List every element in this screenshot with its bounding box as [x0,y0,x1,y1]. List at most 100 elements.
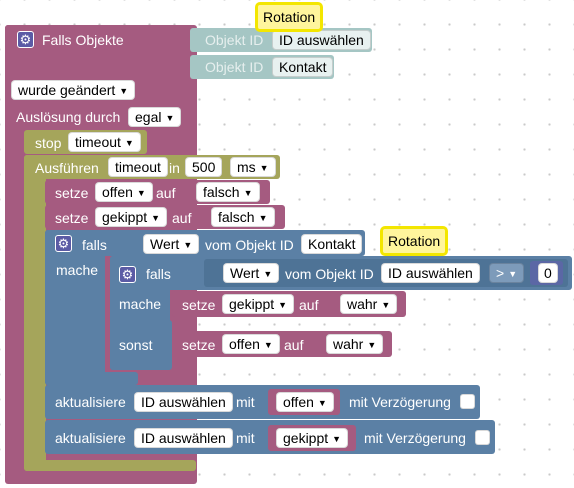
set2-on-label: auf [172,210,192,226]
timeout-value-field[interactable]: 500 [185,157,223,177]
gear-icon[interactable]: ⚙ [17,31,34,48]
if-inner-attr-label: Wert [230,265,260,281]
trigger-dropdown-label: egal [135,109,162,125]
gear-icon[interactable]: ⚙ [119,266,136,283]
chevron-down-icon: ▼ [165,113,175,123]
set2-value-label: falsch [218,209,255,225]
comment-bubble-top[interactable]: Rotation [255,2,324,32]
update2-delay: mit Verzögerung [364,430,466,446]
chevron-down-icon: ▼ [259,163,269,173]
if-outer-mache: mache [56,262,99,278]
if-outer-footer [45,372,138,385]
chevron-down-icon: ▼ [332,434,342,444]
set1-var-dropdown[interactable]: offen▼ [95,182,153,202]
if-outer-falls: falls [82,237,107,253]
if-inner-sonst: sonst [119,337,153,353]
set4-var-dropdown[interactable]: offen▼ [222,334,280,354]
set-label: setze [182,337,216,353]
timeout-unit-label: ms [237,159,256,175]
update1-mit: mit [236,394,255,410]
set2-value-dropdown[interactable]: falsch▼ [211,207,275,227]
set3-var-label: gekippt [229,296,275,312]
delay-checkbox-2[interactable] [475,430,490,445]
if-outer-attr-label: Wert [150,236,180,252]
set-label: setze [182,297,216,313]
set4-value-dropdown[interactable]: wahr▼ [326,334,384,354]
chevron-down-icon: ▼ [243,188,253,198]
stop-dropdown[interactable]: timeout▼ [68,132,141,152]
set3-value-label: wahr [347,296,378,312]
set3-on-label: auf [299,297,319,313]
object-id-field-2[interactable]: Kontakt [272,57,334,77]
chevron-down-icon: ▼ [317,398,327,408]
stop-label: stop [35,135,62,151]
set1-value-label: falsch [203,184,240,200]
event-block-footer [5,470,197,484]
set4-value-label: wahr [333,336,364,352]
trigger-label: Auslösung durch [16,109,121,125]
set1-on-label: auf [156,185,176,201]
chevron-down-icon: ▼ [124,138,134,148]
set4-var-label: offen [229,336,260,352]
update2-var-dropdown[interactable]: gekippt▼ [276,428,349,448]
if-inner-attr-dropdown[interactable]: Wert▼ [223,263,280,283]
chevron-down-icon: ▼ [263,340,273,350]
stop-dropdown-label: timeout [75,134,121,150]
chevron-down-icon: ▼ [183,240,193,250]
timeout-name-field[interactable]: timeout [108,157,168,177]
changed-dropdown-label: wurde geändert [18,82,116,98]
if-outer-from-label: vom Objekt ID [205,237,294,253]
changed-dropdown[interactable]: wurde geändert▼ [11,80,136,100]
object-id-label-2: Objekt ID [205,59,264,75]
chevron-down-icon: ▼ [258,213,268,223]
operator-label: > [496,265,505,281]
update2-label: aktualisiere [55,430,126,446]
chevron-down-icon: ▼ [136,188,146,198]
trigger-dropdown[interactable]: egal▼ [128,107,182,127]
comment-bubble-inner[interactable]: Rotation [380,226,449,256]
if-inner-object-field[interactable]: ID auswählen [381,263,480,283]
set1-value-dropdown[interactable]: falsch▼ [196,182,260,202]
set-label: setze [55,185,89,201]
if-inner-falls: falls [146,266,171,282]
if-outer-attr-dropdown[interactable]: Wert▼ [143,234,200,254]
chevron-down-icon: ▼ [278,300,288,310]
number-field[interactable]: 0 [538,263,558,283]
if-outer-object-field[interactable]: Kontakt [301,234,363,254]
timeout-block[interactable] [24,155,46,471]
chevron-down-icon: ▼ [151,213,161,223]
object-id-label-1: Objekt ID [205,32,264,48]
update2-var-label: gekippt [283,430,329,446]
chevron-down-icon: ▼ [119,86,129,96]
update1-delay: mit Verzögerung [349,394,451,410]
chevron-down-icon: ▼ [263,269,273,279]
update-offen-block[interactable] [45,385,480,419]
chevron-down-icon: ▼ [381,300,391,310]
delay-checkbox-1[interactable] [460,394,475,409]
timeout-label: Ausführen [35,160,99,176]
set3-value-dropdown[interactable]: wahr▼ [340,294,398,314]
chevron-down-icon: ▼ [367,340,377,350]
timeout-in-label: in [169,160,180,176]
object-id-field-1[interactable]: ID auswählen [272,30,371,50]
set4-on-label: auf [284,337,304,353]
if-inner-else-row [110,320,172,370]
set3-var-dropdown[interactable]: gekippt▼ [222,294,295,314]
set1-var-label: offen [102,184,133,200]
update1-var-label: offen [283,394,314,410]
update1-var-dropdown[interactable]: offen▼ [276,392,334,412]
event-title: Falls Objekte [42,32,124,48]
update2-mit: mit [236,430,255,446]
gear-icon[interactable]: ⚙ [55,235,72,252]
update1-object-field[interactable]: ID auswählen [134,392,233,412]
timeout-unit-dropdown[interactable]: ms▼ [230,157,276,177]
update1-label: aktualisiere [55,394,126,410]
operator-dropdown[interactable]: >▼ [489,263,525,283]
if-inner-mache: mache [119,296,162,312]
set-label: setze [55,210,89,226]
set2-var-dropdown[interactable]: gekippt▼ [95,207,168,227]
set2-var-label: gekippt [102,209,148,225]
chevron-down-icon: ▼ [508,269,518,279]
update2-object-field[interactable]: ID auswählen [134,428,233,448]
if-inner-from-label: vom Objekt ID [285,266,374,282]
